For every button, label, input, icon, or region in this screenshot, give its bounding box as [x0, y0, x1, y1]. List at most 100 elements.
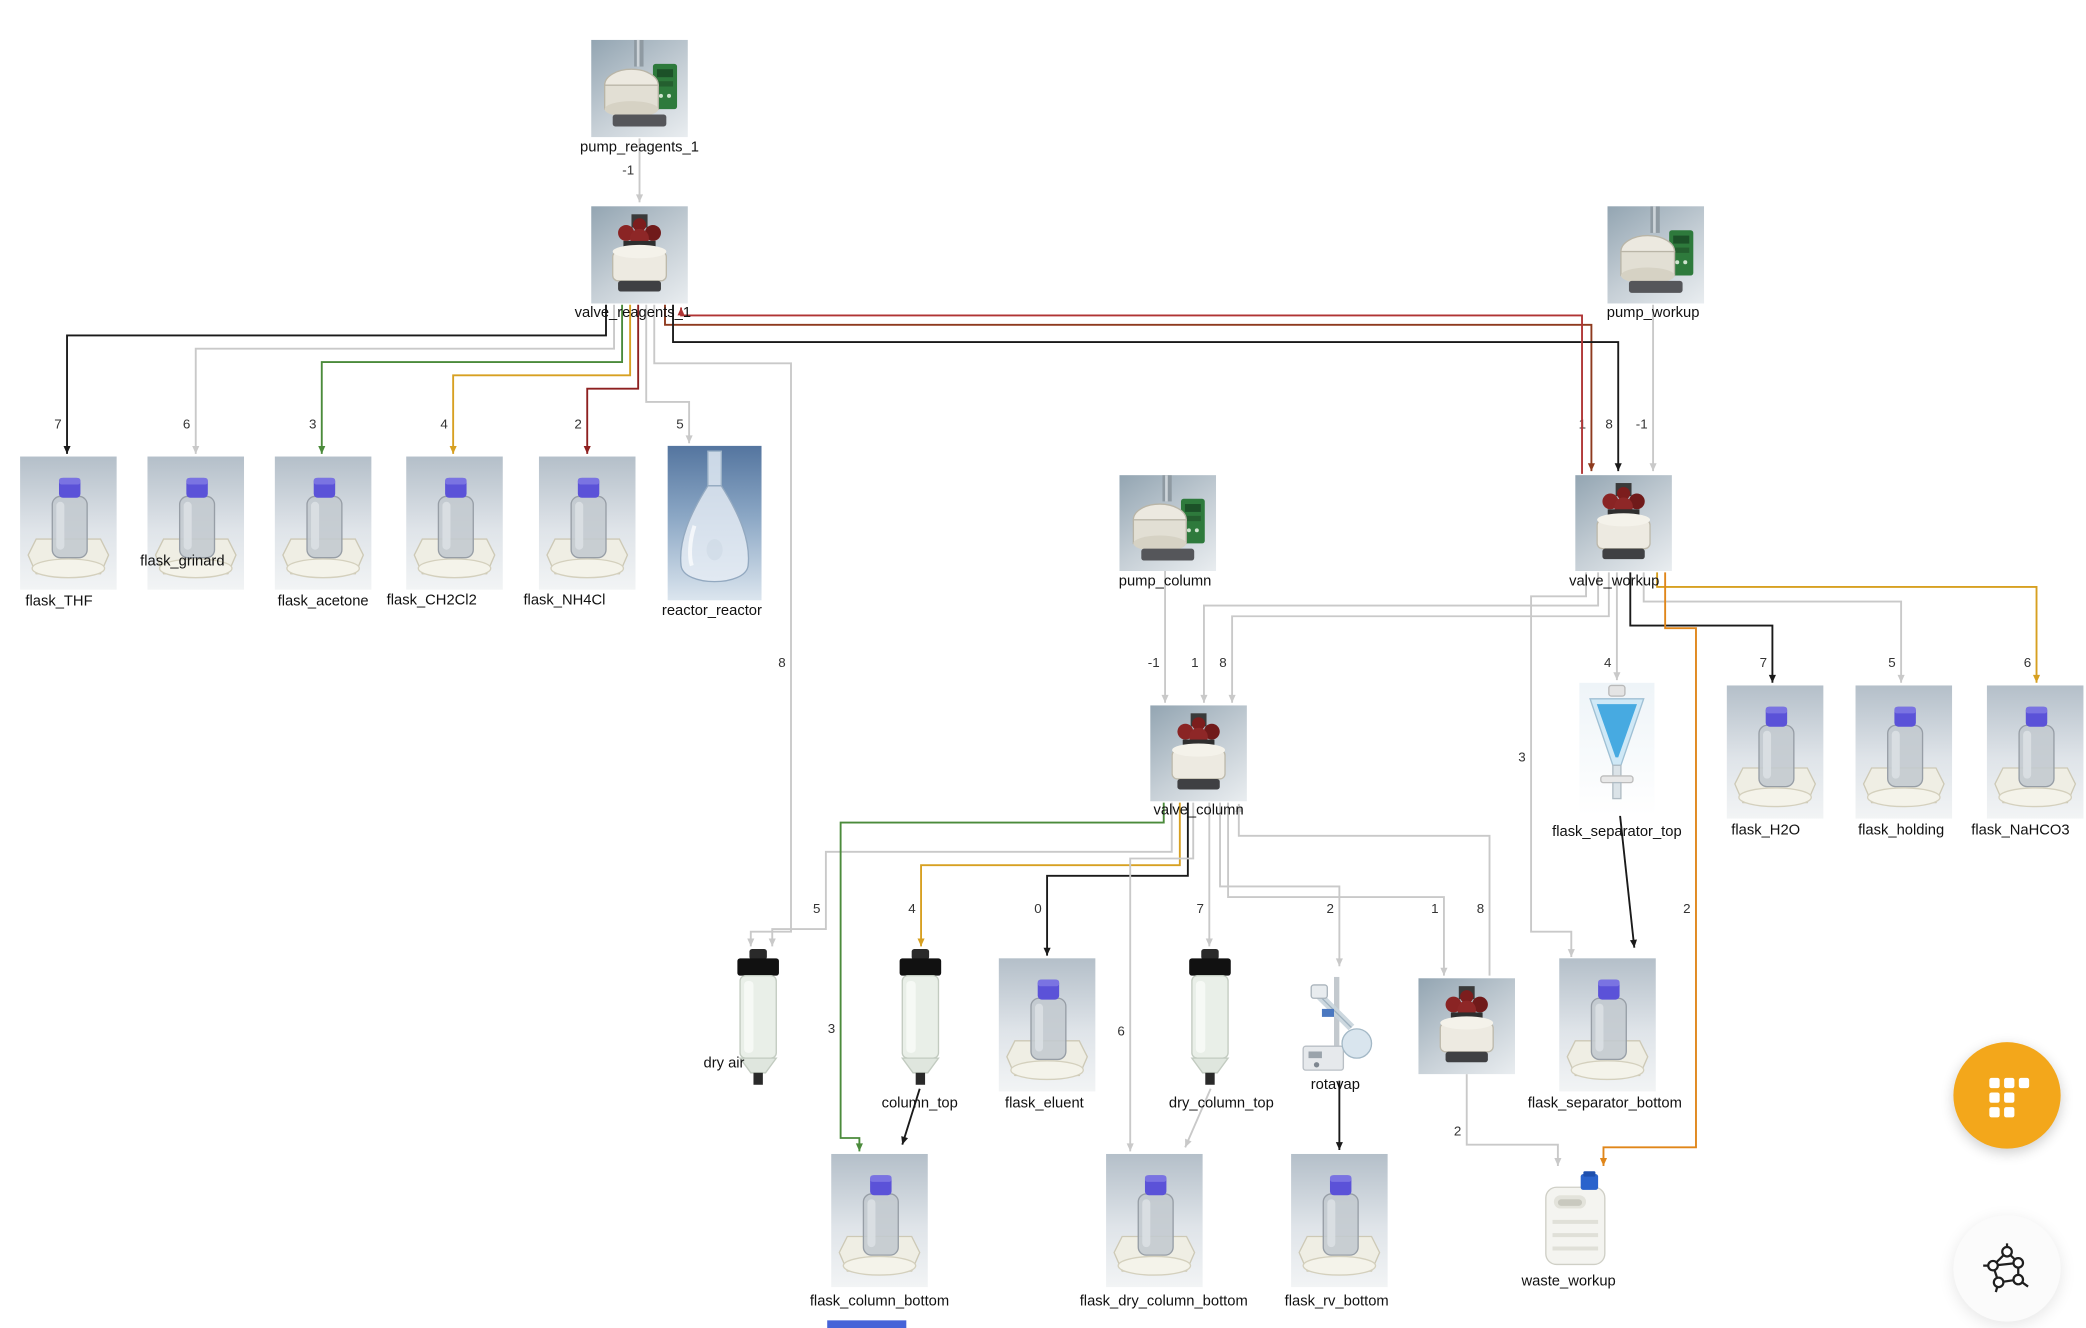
node-label-flask_acetone: flask_acetone	[277, 593, 369, 610]
node-label-flask_holding: flask_holding	[1858, 822, 1945, 839]
node-flask_CH2Cl2[interactable]	[406, 456, 503, 590]
node-pump_workup[interactable]	[1607, 206, 1705, 304]
node-flask_dry_column_bottom[interactable]	[1106, 1153, 1203, 1288]
node-flask_NaHCO3[interactable]	[1986, 685, 2084, 819]
edge-label: 0	[1034, 901, 1041, 916]
node-dry_air[interactable]	[728, 949, 788, 1089]
node-label-valve_workup: valve_workup	[1569, 573, 1660, 590]
edge-label: 2	[1454, 1123, 1461, 1138]
node-flask_column_bottom[interactable]	[831, 1153, 928, 1288]
arrowhead-icon	[1587, 463, 1595, 472]
edge-pump_workup-to-valve_workup: -1	[1636, 304, 1657, 472]
arrowhead-icon	[768, 938, 776, 947]
edge-label: 7	[1760, 655, 1767, 670]
edge-dry_column_top-to-flask_dry_column_bottom	[1184, 1088, 1212, 1148]
edge-label: 6	[183, 417, 190, 432]
arrowhead-icon	[1235, 803, 1243, 812]
edge-label: -1	[1636, 417, 1648, 432]
column-icon	[899, 949, 942, 1085]
edge-valve_workup-to-flask_separator_bottom: 3	[1518, 572, 1587, 957]
node-reactor_reactor[interactable]	[667, 445, 762, 601]
node-flask_holding[interactable]	[1855, 685, 1953, 819]
edge-label: 6	[1117, 1024, 1124, 1039]
arrowhead-icon	[1599, 1158, 1608, 1166]
edge-column_top-to-flask_column_bottom	[901, 1088, 921, 1145]
node-flask_separator_bottom[interactable]	[1559, 958, 1656, 1092]
arrowhead-icon	[2032, 674, 2041, 683]
node-label-valve_column: valve_column	[1153, 802, 1244, 819]
edge-label: 3	[828, 1021, 835, 1036]
node-label-flask_THF: flask_THF	[25, 593, 93, 610]
arrowhead-icon	[901, 1136, 909, 1145]
flask-icon	[1006, 979, 1089, 1081]
ai-assistant-fab[interactable]	[1953, 1215, 2061, 1322]
arrowhead-icon	[1185, 1138, 1192, 1148]
node-valve_workup[interactable]	[1575, 475, 1672, 571]
node-flask_NH4Cl[interactable]	[538, 456, 636, 590]
edge-flask_separator_top-to-flask_separator_bottom	[1617, 798, 1637, 948]
edge-valve_unlabeled-to-valve_column: 8	[1235, 803, 1491, 976]
arrowhead-icon	[1043, 947, 1051, 956]
valve-icon	[1171, 713, 1226, 790]
edge-valve_workup-to-valve_column: 1	[1191, 572, 1600, 703]
node-flask_eluent[interactable]	[998, 958, 1096, 1092]
node-label-flask_eluent: flask_eluent	[1005, 1095, 1084, 1112]
node-flask_grinard[interactable]	[147, 456, 245, 590]
edge-valve_column-to-dry_air: 5	[768, 802, 1173, 947]
edge-valve_column-to-valve_unlabeled: 1	[1227, 802, 1448, 976]
node-valve_reagents_1[interactable]	[591, 206, 688, 304]
pump-icon	[1132, 475, 1205, 561]
dots-grid-icon	[1989, 1077, 2030, 1118]
edge-label: 2	[1683, 901, 1690, 916]
node-dry_column_top[interactable]	[1180, 949, 1240, 1089]
node-rotavap[interactable]	[1298, 969, 1376, 1082]
node-flask_acetone[interactable]	[274, 456, 372, 590]
edge-valve_workup-to-flask_separator_top: 4	[1604, 572, 1621, 681]
arrowhead-icon	[1126, 1143, 1134, 1152]
edge-label: 5	[813, 901, 820, 916]
rotavap-icon	[1302, 976, 1373, 1071]
node-flask_THF[interactable]	[20, 456, 117, 590]
node-label-pump_column: pump_column	[1118, 573, 1212, 590]
edge-valve_reagents_1-to-flask_grinard: 6	[183, 304, 615, 454]
edge-label: 8	[1477, 901, 1484, 916]
edge-valve_workup-to-flask_NaHCO3: 6	[1656, 572, 2041, 683]
node-flask_H2O[interactable]	[1726, 685, 1824, 819]
edge-label: 5	[676, 417, 683, 432]
node-flask_rv_bottom[interactable]	[1291, 1153, 1388, 1288]
arrowhead-icon	[685, 435, 693, 444]
edge-pump_column-to-valve_column: -1	[1148, 570, 1169, 703]
flask-icon	[1994, 706, 2077, 808]
node-pump_reagents_1[interactable]	[591, 39, 688, 138]
node-pump_column[interactable]	[1119, 475, 1217, 571]
arrowhead-icon	[449, 445, 457, 454]
node-valve_column[interactable]	[1150, 705, 1247, 802]
edge-valve_workup-to-waste_workup: 2	[1599, 572, 1697, 1166]
edge-valve_column-to-flask_eluent: 0	[1034, 802, 1189, 956]
node-label-flask_separator_top: flask_separator_top	[1552, 823, 1682, 840]
flask-icon	[838, 1175, 921, 1276]
arrowhead-icon	[917, 938, 925, 947]
edge-valve_column-to-column_top: 4	[908, 802, 1181, 947]
edge-valve_reagents_1-to-reactor_reactor: 5	[645, 304, 693, 444]
flask-icon	[546, 477, 629, 579]
arrowhead-icon	[1567, 949, 1575, 957]
arrowhead-icon	[1629, 939, 1637, 948]
apps-fab[interactable]	[1953, 1042, 2061, 1149]
edge-label: 5	[1888, 655, 1895, 670]
edge-valve_unlabeled-to-waste_workup: 2	[1454, 1074, 1562, 1166]
arrowhead-icon	[677, 307, 685, 316]
node-label-dry_air: dry air	[703, 1055, 745, 1072]
node-flask_separator_top[interactable]	[1579, 682, 1655, 816]
node-column_top[interactable]	[890, 949, 950, 1089]
flask-icon	[1862, 706, 1945, 808]
edge-label: 1	[1431, 901, 1438, 916]
arrowhead-icon	[1335, 958, 1343, 967]
arrowhead-icon	[1613, 672, 1621, 681]
node-valve_unlabeled[interactable]	[1418, 978, 1515, 1075]
edge-valve_reagents_1-to-flask_acetone: 3	[309, 304, 624, 454]
arrowhead-icon	[1768, 674, 1776, 683]
flask-icon	[154, 477, 237, 579]
node-waste_workup[interactable]	[1542, 1169, 1609, 1273]
